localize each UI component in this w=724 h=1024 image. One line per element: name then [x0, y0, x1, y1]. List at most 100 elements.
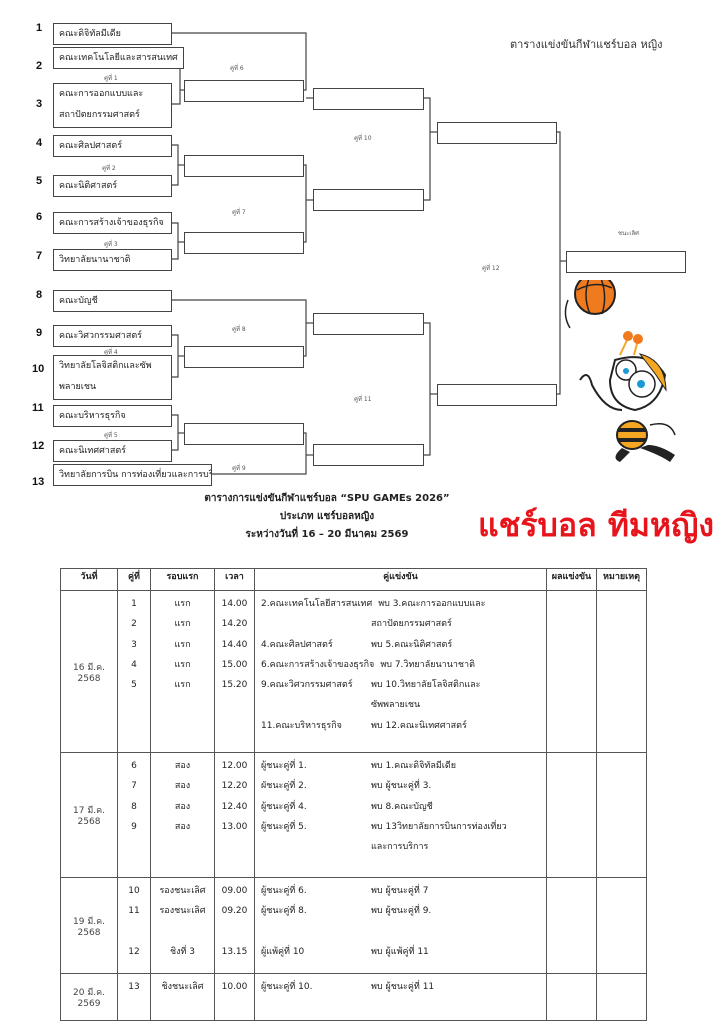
- team-name: คณะบริหารธุรกิจ: [59, 411, 126, 421]
- round-text: รองชนะเลิศ: [159, 886, 206, 896]
- team-a: 11.คณะบริหารธุรกิจ: [261, 720, 342, 731]
- match-line: 2.คณะเทคโนโลยีสารสนเทศพบ 3.คณะการออกแบบแ…: [255, 594, 546, 614]
- round-text: ชิงชนะเลิศ: [161, 982, 204, 992]
- result-cell: [546, 973, 597, 1021]
- schedule-category: ประเภท แชร์บอลหญิง: [279, 511, 375, 522]
- winner-slot: [184, 346, 304, 368]
- seed-number: 2: [36, 60, 43, 72]
- team-b: พบ 1.คณะดิจิทัลมีเดีย: [371, 761, 456, 771]
- time-text: 12.40: [221, 801, 248, 812]
- notes-cell: [596, 590, 647, 753]
- match-line: ผู้ชนะคู่ที่ 5.พบ 13วิทยาลัยการบินการท่อ…: [255, 817, 546, 837]
- pair-label: คู่ที่ 8: [232, 326, 246, 333]
- team-a: [261, 922, 365, 942]
- pair-text: [118, 837, 150, 857]
- match-line: ผู้ชนะคู่ที่ 10.พบ ผู้ชนะคู่ที่ 11: [255, 977, 546, 997]
- team-b: สถาปัตยกรรมศาสตร์: [371, 619, 452, 630]
- bracket-lines: [172, 32, 566, 475]
- team-name: คณะนิเทศศาสตร์: [59, 446, 127, 456]
- team-a: [261, 614, 365, 634]
- team-a: 4.คณะศิลปศาสตร์: [261, 639, 333, 650]
- pair-text: [118, 922, 150, 942]
- pair-text: [118, 716, 150, 736]
- round-text: [151, 716, 214, 736]
- round-text: [151, 837, 214, 857]
- team-name: คณะศิลปศาสตร์: [59, 141, 123, 151]
- time-text: 10.00: [221, 982, 248, 992]
- team-box: วิทยาลัยการบิน การท่องเที่ยวและการบริการ: [53, 464, 212, 486]
- winner-slot: [184, 423, 304, 445]
- seed-number: 10: [32, 363, 45, 375]
- result-cell: [546, 752, 597, 878]
- banner-title: แชร์บอล ทีมหญิง: [478, 506, 714, 544]
- date-text: 20 มี.ค. 2569: [73, 988, 105, 1009]
- pair-label: คู่ที่ 4: [104, 349, 118, 356]
- winner-slot: [184, 80, 304, 102]
- time-text: 13.00: [221, 821, 248, 832]
- champion-slot: [566, 251, 686, 273]
- winner-slot: [313, 88, 424, 110]
- team-box: คณะบริหารธุรกิจ: [53, 405, 172, 427]
- team-box: คณะบัญชี: [53, 290, 172, 312]
- round-text: แรก: [174, 619, 191, 630]
- time-text: 12.00: [221, 761, 248, 771]
- round-text: [151, 922, 214, 942]
- pair-text: 10: [128, 886, 140, 896]
- time-text: 13.15: [221, 946, 248, 957]
- pair-text: 9: [131, 821, 137, 832]
- match-line: ซัพพลายเชน: [255, 695, 546, 715]
- time-text: 14.40: [221, 639, 248, 650]
- match-cell: ผู้ชนะคู่ที่ 1. พบ 1.คณะดิจิทัลมีเดียผัชน…: [254, 752, 547, 878]
- bracket-title: ตารางแข่งขันกีฬาแชร์บอล หญิง: [510, 38, 663, 51]
- team-box: คณะการออกแบบและสถาปัตยกรรมศาสตร์: [53, 83, 172, 128]
- team-name-line2: พลายเชน: [59, 382, 97, 392]
- round-text: แรก: [174, 659, 191, 670]
- team-a: 9.คณะวิศวกรรมศาสตร์: [261, 680, 353, 691]
- team-name: คณะเทคโนโลยีและสารสนเทศ: [59, 53, 178, 63]
- champion-label: ชนะเลิศ: [618, 230, 639, 237]
- notes-cell: [596, 752, 647, 878]
- round-text: สอง: [174, 801, 191, 812]
- team-name: วิทยาลัยโลจิสติกและซัพ: [59, 361, 152, 371]
- winner-slot: [437, 122, 557, 144]
- round-text: แรก: [174, 639, 191, 650]
- schedule-title: ตารางการแข่งขันกีฬาแชร์บอล “SPU GAMEs 20…: [204, 493, 450, 504]
- team-b: พบ ผู้ชนะคู่ที่ 3.: [371, 781, 432, 792]
- team-a: ผู้ชนะคู่ที่ 1.: [261, 761, 307, 771]
- result-cell: [546, 590, 597, 753]
- pair-label: คู่ที่ 11: [354, 396, 372, 403]
- pair-text: 13: [128, 982, 140, 992]
- date-cell: 19 มี.ค. 2568: [60, 877, 118, 974]
- team-b: พบ ผู้ชนะคู่ที่ 11: [371, 982, 435, 992]
- pair-label: คู่ที่ 1: [104, 75, 118, 82]
- match-line: ผู้ชนะคู่ที่ 1. พบ 1.คณะดิจิทัลมีเดีย: [255, 756, 546, 776]
- match-line: และการบริการ: [255, 837, 546, 857]
- round-cell: ชิงชนะเลิศ: [150, 973, 215, 1021]
- team-a: [261, 837, 365, 857]
- team-name: คณะการออกแบบและ: [59, 89, 144, 99]
- seed-number: 12: [32, 440, 45, 452]
- team-b: พบ 7.วิทยาลัยนานาชาติ: [380, 659, 475, 670]
- team-name: คณะบัญชี: [59, 296, 98, 306]
- team-b: พบ 8.คณะบัญชี: [371, 801, 433, 812]
- pair-text: 8: [131, 801, 137, 812]
- team-a: ผัชนะคู่ที่ 2.: [261, 781, 307, 792]
- round-text: รองชนะเลิศ: [159, 906, 206, 917]
- time-text: 15.20: [221, 680, 248, 691]
- pair-label: คู่ที่ 3: [104, 241, 118, 248]
- time-text: 14.20: [221, 619, 248, 630]
- basketball-icon: [574, 280, 616, 315]
- date-text: 17 มี.ค. 2568: [73, 806, 105, 827]
- bee-mascot-illustration: [564, 280, 676, 462]
- winner-slot: [313, 313, 424, 335]
- round-text: ชิงที่ 3: [169, 946, 196, 957]
- match-line: 9.คณะวิศวกรรมศาสตร์พบ 10.วิทยาลัยโลจิสติ…: [255, 675, 546, 695]
- team-name: วิทยาลัยนานาชาติ: [59, 255, 131, 265]
- team-box: คณะนิเทศศาสตร์: [53, 440, 172, 462]
